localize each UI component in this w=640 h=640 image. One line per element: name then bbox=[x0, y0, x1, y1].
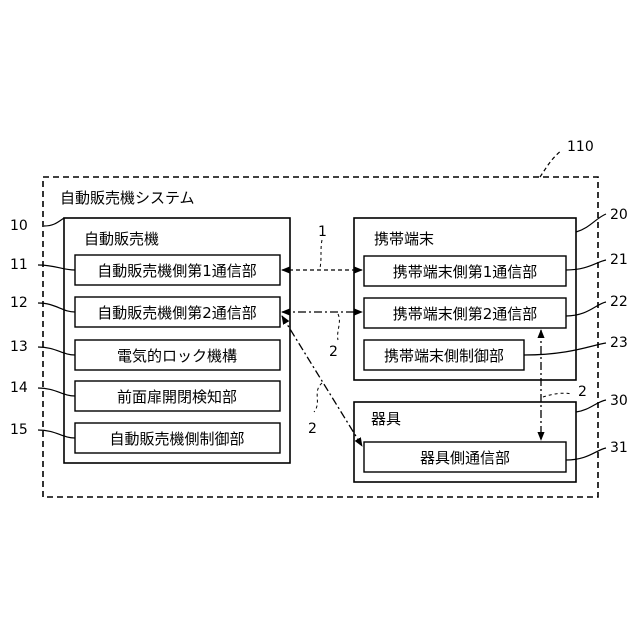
second-comm-link-mobile-appliance-leader bbox=[543, 393, 572, 397]
system-label: 自動販売機システム bbox=[60, 189, 195, 207]
second-comm-link-mobile-appliance-label: 2 bbox=[578, 384, 587, 400]
vm-second-comm-label: 自動販売機側第2通信部 bbox=[97, 304, 257, 322]
first-comm-link-label: 1 bbox=[318, 224, 327, 240]
mobile-terminal-ref: 20 bbox=[610, 207, 628, 223]
vending-machine-title: 自動販売機 bbox=[84, 230, 159, 248]
mobile-second-comm-label: 携帯端末側第2通信部 bbox=[393, 305, 538, 323]
mobile-second-comm-ref: 22 bbox=[610, 294, 628, 310]
vm-second-comm-ref: 12 bbox=[10, 295, 28, 311]
second-comm-link-vm-mobile-leader bbox=[338, 314, 340, 340]
vm-first-comm-label: 自動販売機側第1通信部 bbox=[97, 262, 257, 280]
mobile-controller-label: 携帯端末側制御部 bbox=[384, 347, 504, 365]
appliance-comm-label: 器具側通信部 bbox=[420, 449, 510, 467]
mobile-first-comm-ref: 21 bbox=[610, 252, 628, 268]
vm-first-comm-ref: 11 bbox=[10, 257, 28, 273]
electric-lock-label: 電気的ロック機構 bbox=[117, 347, 237, 365]
vm-controller-ref: 15 bbox=[10, 422, 28, 438]
door-detector-ref: 14 bbox=[10, 380, 28, 396]
mobile-controller-ref: 23 bbox=[610, 335, 628, 351]
electric-lock-ref: 13 bbox=[10, 339, 28, 355]
second-comm-link-vm-appliance-leader bbox=[314, 383, 322, 412]
vending-machine-ref-leader bbox=[44, 218, 64, 226]
second-comm-link-vm-appliance-label: 2 bbox=[308, 421, 317, 437]
mobile-terminal-title: 携帯端末 bbox=[374, 230, 434, 248]
second-comm-link-vm-mobile-label: 2 bbox=[329, 344, 338, 360]
appliance-ref: 30 bbox=[610, 393, 628, 409]
first-comm-link-leader bbox=[320, 240, 322, 268]
appliance-ref-leader bbox=[576, 400, 606, 412]
system-ref: 110 bbox=[567, 139, 594, 155]
system-ref-leader bbox=[540, 150, 562, 177]
second-comm-link-vm-appliance bbox=[282, 316, 362, 446]
door-detector-label: 前面扉開閉検知部 bbox=[117, 388, 237, 406]
appliance-comm-ref: 31 bbox=[610, 440, 628, 456]
mobile-terminal-ref-leader bbox=[576, 214, 606, 232]
mobile-first-comm-label: 携帯端末側第1通信部 bbox=[393, 263, 538, 281]
vending-machine-ref: 10 bbox=[10, 218, 28, 234]
appliance-title: 器具 bbox=[371, 410, 401, 428]
vm-controller-label: 自動販売機側制御部 bbox=[109, 430, 244, 448]
